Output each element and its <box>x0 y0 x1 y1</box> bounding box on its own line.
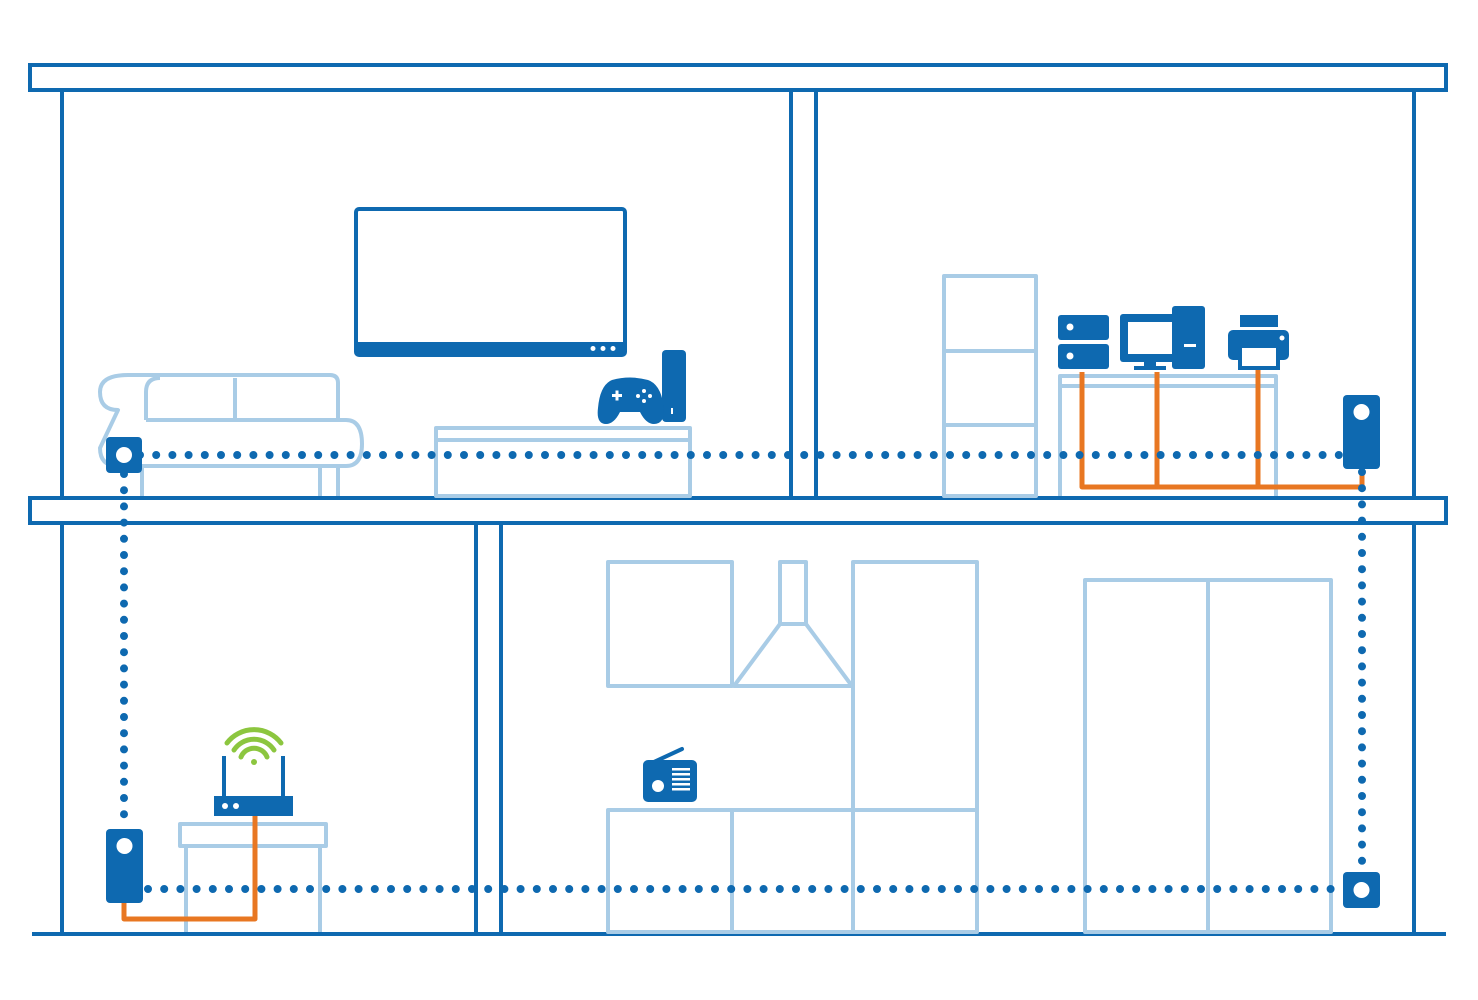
game-console-icon <box>597 350 686 424</box>
ethernet-cables <box>121 370 1365 922</box>
radio-icon <box>643 747 697 802</box>
lower-partition-wall <box>474 521 503 936</box>
sofa <box>98 373 364 496</box>
wardrobe <box>1083 578 1333 934</box>
desk <box>1058 374 1278 496</box>
wifi-router-icon <box>214 756 293 816</box>
printer-icon <box>1228 315 1289 370</box>
ethernet-cable-office <box>1079 372 1365 490</box>
tv-table <box>434 426 692 498</box>
nas-icon <box>1058 315 1109 369</box>
ethernet-cable-router <box>121 816 258 922</box>
floor-slab <box>28 496 1448 525</box>
tv-icon <box>354 207 627 357</box>
adapter-utility-room <box>106 829 143 903</box>
desktop-computer-icon <box>1120 306 1205 370</box>
adapter-living-room <box>106 437 142 473</box>
roof <box>28 63 1448 92</box>
adapter-office <box>1343 395 1380 469</box>
upper-partition-wall <box>789 88 818 500</box>
bookshelf <box>942 274 1038 498</box>
wifi-signal-icon <box>224 727 284 765</box>
powerline-connections <box>120 451 1366 893</box>
adapter-kitchen <box>1343 872 1380 908</box>
kitchen-cabinets <box>606 560 979 934</box>
furniture <box>98 274 1333 934</box>
